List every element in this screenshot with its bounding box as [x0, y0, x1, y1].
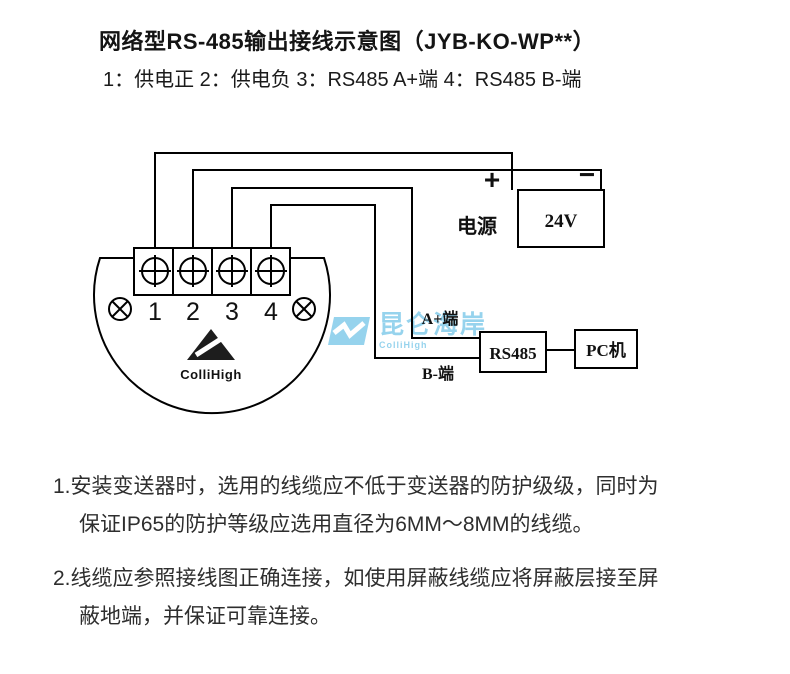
screw-icon: [255, 255, 287, 287]
terminal-number: 2: [186, 298, 200, 326]
power-value: 24V: [545, 211, 578, 232]
terminal-number: 1: [148, 298, 162, 326]
rs485-converter: RS485 A+端 B-端: [422, 309, 547, 383]
wire-terminal2-power-minus: [192, 169, 602, 250]
note-item: 1.安装变送器时，选用的线缆应不低于变送器的防护级级，同时为保证IP65的防护等…: [53, 475, 659, 536]
page-title: 网络型RS-485输出接线示意图（JYB-KO-WP**）: [99, 29, 596, 54]
plus-sign: +: [484, 164, 500, 195]
pc-box-group: PC机: [574, 329, 638, 369]
minus-sign: −: [579, 159, 595, 190]
terminal-legend: 1：供电正 2：供电负 3：RS485 A+端 4：RS485 B-端: [103, 69, 582, 91]
brand-logo-icon: [187, 329, 235, 360]
brand-name: ColliHigh: [180, 367, 242, 382]
screw-icon: [177, 255, 209, 287]
side-screws: [108, 297, 316, 321]
terminal-number: 4: [264, 298, 278, 326]
terminal-number: 3: [225, 298, 239, 326]
wire-terminal1-power-plus: [154, 152, 513, 250]
power-label: 电源: [457, 215, 497, 238]
pc-label: PC机: [586, 340, 626, 360]
note-item: 2.线缆应参照接线图正确连接，如使用屏蔽线缆应将屏蔽层接至屏蔽地端，并保证可靠连…: [53, 567, 659, 628]
wire-terminal4-rs485-b: [270, 204, 480, 359]
terminal-screws: [139, 255, 287, 287]
brand-watermark: 昆仑海岸 ColliHigh: [326, 312, 487, 350]
b-terminal-label: B-端: [422, 364, 454, 383]
wires: [154, 152, 602, 359]
pc-box: [574, 329, 638, 369]
terminal-block-dividers: [172, 248, 252, 295]
side-screw-icon: [292, 297, 316, 321]
a-terminal-label: A+端: [422, 309, 459, 328]
wire-terminal3-rs485-a: [231, 187, 480, 339]
rs485-label: RS485: [489, 344, 536, 363]
watermark-text-cn: 昆仑海岸: [379, 311, 488, 339]
terminal-numbers: 1 2 3 4: [148, 298, 278, 326]
screw-icon: [139, 255, 171, 287]
installation-notes: 1.安装变送器时，选用的线缆应不低于变送器的防护级级，同时为保证IP65的防护等…: [53, 468, 675, 652]
power-supply: 24V 电源 + −: [457, 159, 605, 248]
transmitter-head: 1 2 3 4 ColliHigh: [93, 247, 331, 415]
watermark-text-en: ColliHigh: [379, 340, 428, 351]
rs485-box: [479, 331, 547, 373]
power-box: [517, 189, 605, 248]
watermark-logo-icon: [328, 317, 370, 346]
screw-icon: [216, 255, 248, 287]
side-screw-icon: [108, 297, 132, 321]
